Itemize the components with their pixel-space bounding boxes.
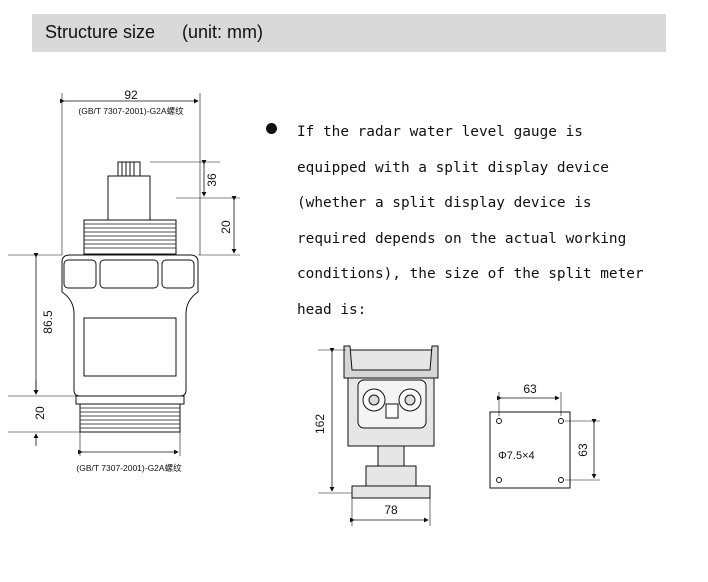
section-title: Structure size xyxy=(45,22,156,42)
split-display-note: If the radar water level gauge is equipp… xyxy=(297,115,677,328)
thread-spec-top: (GB/T 7307-2001)-G2A螺纹 xyxy=(78,106,184,116)
note-line: (whether a split display device is xyxy=(297,195,592,211)
plate-hole-spec: Φ7.5×4 xyxy=(498,450,535,462)
dim-height-162: 162 xyxy=(313,414,327,434)
thread-spec-bottom: (GB/T 7307-2001)-G2A螺纹 xyxy=(76,463,182,473)
note-line: conditions), the size of the split meter xyxy=(297,266,644,282)
dim-width-78: 78 xyxy=(384,503,398,517)
plate-width-63: 63 xyxy=(523,382,537,396)
dim-height-20-top: 20 xyxy=(219,220,233,234)
note-line: head is: xyxy=(297,301,367,318)
plate-height-63: 63 xyxy=(576,443,590,457)
dim-height-20-bottom: 20 xyxy=(33,406,47,420)
bullet-icon xyxy=(266,123,277,134)
note-line: If the radar water level gauge is xyxy=(297,124,583,140)
section-header: Structure size (unit: mm) xyxy=(32,14,666,52)
note-line: required depends on the actual working xyxy=(297,230,627,247)
note-line: equipped with a split display device xyxy=(297,159,609,176)
split-head-drawing xyxy=(318,345,439,526)
unit-label: (unit: mm) xyxy=(182,22,263,42)
radar-gauge-drawing xyxy=(8,93,240,456)
dim-width-92: 92 xyxy=(124,88,138,102)
dim-height-36: 36 xyxy=(205,173,219,187)
dim-height-86-5: 86.5 xyxy=(41,310,55,334)
mount-plate-drawing xyxy=(489,392,600,489)
